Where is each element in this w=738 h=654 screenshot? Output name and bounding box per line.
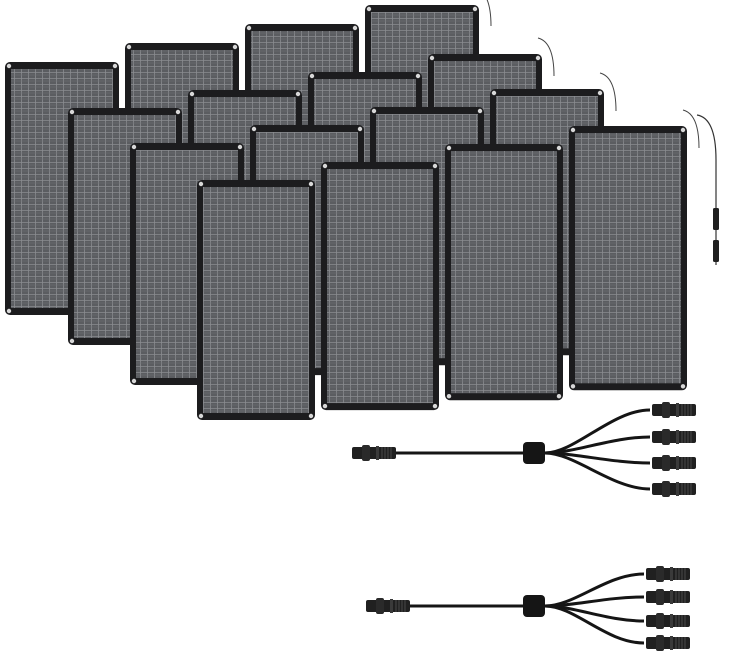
grommet — [175, 109, 181, 115]
grommet — [597, 90, 603, 96]
grommet — [322, 163, 328, 169]
grommet — [491, 90, 497, 96]
grommet — [295, 91, 301, 97]
mc4-connector-icon — [652, 481, 696, 497]
mc4-connector-icon — [646, 589, 690, 605]
grommet — [352, 25, 358, 31]
mc4-connector-icon — [366, 598, 410, 614]
grommet — [446, 394, 452, 399]
grommet — [556, 145, 562, 151]
grommet — [309, 73, 315, 79]
grommet — [477, 108, 483, 114]
mc4-connector-icon — [652, 429, 696, 445]
mc4-connector-icon — [352, 445, 396, 461]
grommet — [126, 44, 132, 50]
grommet — [446, 145, 452, 151]
grommet — [680, 384, 686, 389]
grommet — [112, 63, 118, 69]
solar-panel-sheet — [569, 126, 687, 391]
grommet — [371, 108, 377, 114]
grommet — [69, 109, 75, 115]
y-branch-cable-icon — [366, 566, 690, 651]
grommet — [308, 181, 314, 187]
mc4-connector-icon — [652, 455, 696, 471]
grommet — [472, 6, 478, 12]
panel-output-connector-icon — [696, 114, 719, 265]
cable-group — [352, 402, 696, 651]
solar-panel-sheet — [445, 144, 563, 401]
branch-hub — [523, 595, 545, 617]
grommet — [570, 384, 576, 389]
mc4-connector-icon — [646, 635, 690, 651]
mc4-connector-icon — [652, 402, 696, 418]
grommet — [131, 378, 137, 384]
grommet — [535, 55, 541, 61]
grommet — [432, 403, 438, 409]
grommet — [69, 338, 75, 344]
grommet — [237, 144, 243, 150]
grommet — [198, 413, 204, 419]
grommet — [6, 308, 12, 314]
grommet — [6, 63, 12, 69]
y-branch-cable-icon — [352, 402, 696, 497]
grommet — [232, 44, 238, 50]
grommet — [432, 163, 438, 169]
grommet — [415, 73, 421, 79]
grommet — [251, 126, 257, 132]
grommet — [198, 181, 204, 187]
solar-panel — [197, 109, 700, 420]
branch-hub — [523, 442, 545, 464]
grommet — [556, 394, 562, 399]
grommet — [366, 6, 372, 12]
grommet — [131, 144, 137, 150]
grommet — [308, 413, 314, 419]
solar-panel-sheet — [197, 180, 315, 420]
grommet — [680, 127, 686, 133]
grommet — [322, 403, 328, 409]
grommet — [429, 55, 435, 61]
grommet — [357, 126, 363, 132]
grommet — [246, 25, 252, 31]
grommet — [189, 91, 195, 97]
grommet — [570, 127, 576, 133]
solar-panel-sheet — [321, 162, 439, 411]
solar-panel-group — [5, 0, 719, 420]
mc4-connector-icon — [646, 613, 690, 629]
mc4-connector-icon — [646, 566, 690, 582]
